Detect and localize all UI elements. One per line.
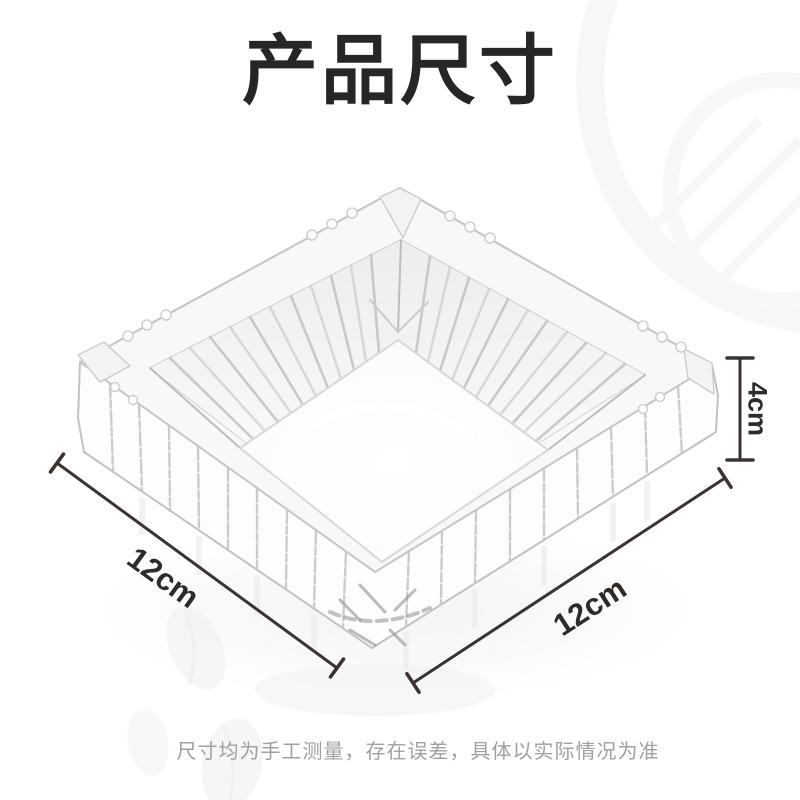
glass-refractions [338,583,417,647]
width-dimension-line [48,452,346,679]
disclaimer-text: 尺寸均为手工测量，存在误差，具体以实际情况为准 [176,741,660,763]
height-dimension-line [725,356,755,462]
dimension-label-height: 4cm [742,381,773,437]
dimension-lines [48,356,755,695]
page-title: 产品尺寸 [242,29,558,114]
rim-scallops [109,207,687,415]
background-watermark-top-right [576,0,800,333]
ashtray-illustration [77,187,719,649]
depth-dimension-line [405,466,733,695]
